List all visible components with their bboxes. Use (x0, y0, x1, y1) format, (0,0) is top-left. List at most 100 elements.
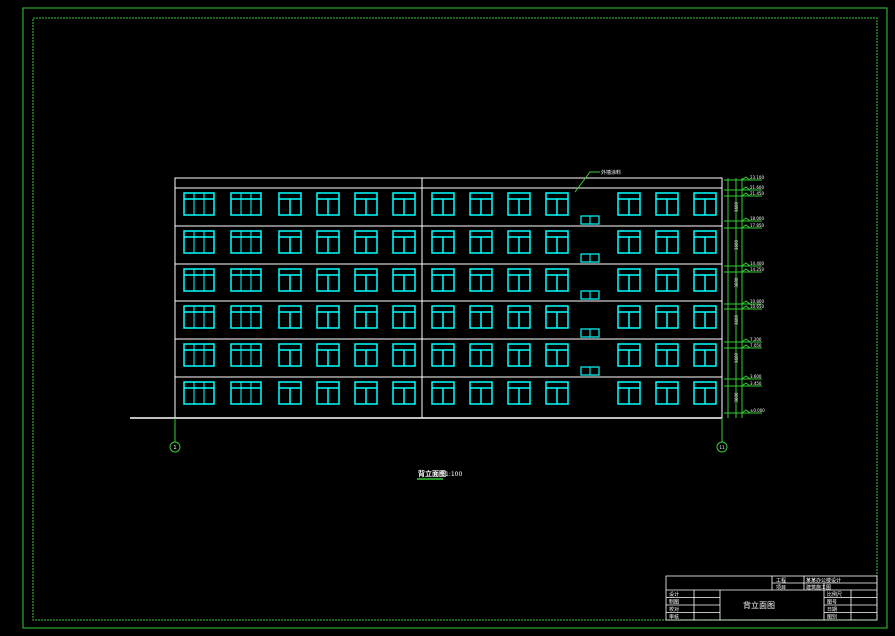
window (545, 343, 569, 367)
title-block-text: 工程 某某办公楼设计 项目 建筑施工图 背立面图 设计 制图 校对 审核 比例尺… (669, 577, 842, 621)
elevation-triangle (741, 192, 752, 197)
window (431, 192, 455, 216)
elevation-label: 10.800 (750, 299, 764, 304)
elevation-triangle (741, 344, 752, 349)
elevation-label: 3.600 (750, 374, 762, 379)
callout-text: 外墙涂料 (601, 169, 621, 176)
window (507, 268, 531, 292)
window (316, 305, 340, 329)
axis-label: 11 (719, 445, 725, 450)
floor-height-label: 3600 (734, 314, 739, 325)
elevation-label: 17.850 (750, 223, 764, 228)
window (183, 268, 215, 292)
window (230, 343, 262, 367)
window (183, 305, 215, 329)
window (617, 192, 641, 216)
title-block (665, 575, 878, 621)
right-row: 比例尺 (827, 591, 842, 598)
window (230, 230, 262, 254)
item-value: 建筑施工图 (806, 584, 831, 591)
outer-frame (22, 7, 888, 629)
window (431, 343, 455, 367)
window (392, 343, 416, 367)
window (545, 230, 569, 254)
window-frame (183, 343, 215, 367)
window (545, 192, 569, 216)
callout-leader: 外墙涂料 (574, 169, 621, 193)
window-frame (230, 268, 262, 292)
window (392, 268, 416, 292)
elevation-triangle (741, 300, 752, 305)
elevation-triangle (741, 262, 752, 267)
elevation-triangle (741, 217, 752, 222)
axis-11: 11 (716, 418, 728, 453)
left-row: 审核 (669, 614, 679, 621)
right-row: 日期 (827, 607, 837, 613)
window (278, 230, 302, 254)
elevation-label: 3.450 (750, 381, 762, 386)
left-row: 校对 (669, 606, 679, 613)
window (655, 381, 679, 405)
window (507, 381, 531, 405)
window (693, 343, 717, 367)
window (354, 343, 378, 367)
elevation-label: 10.650 (750, 304, 764, 309)
floor-height-label: 3600 (734, 277, 739, 288)
window (469, 230, 493, 254)
window-frame (230, 230, 262, 254)
window (545, 305, 569, 329)
elevation-dimensions: 23.10021.60021.45018.00017.85014.40014.2… (724, 175, 765, 418)
window (354, 230, 378, 254)
right-row: 图号 (827, 600, 837, 606)
drawing-title-text: 背立面图 (418, 469, 446, 478)
window (392, 230, 416, 254)
window (316, 381, 340, 405)
elevation-triangle (741, 382, 752, 387)
elevation-label: 23.100 (750, 175, 764, 180)
window-frame (230, 381, 262, 405)
window (617, 305, 641, 329)
axis-1: 1 (169, 418, 181, 453)
window (278, 343, 302, 367)
window (469, 305, 493, 329)
window (655, 305, 679, 329)
window (431, 381, 455, 405)
window (316, 192, 340, 216)
window (354, 381, 378, 405)
window (183, 381, 215, 405)
elevation-triangle (741, 305, 752, 310)
elevation-label: 7.200 (750, 337, 762, 342)
window (278, 268, 302, 292)
floor-height-label: 3600 (734, 352, 739, 363)
window (431, 230, 455, 254)
elevation-triangle (741, 375, 752, 380)
window-frame (230, 305, 262, 329)
window (693, 230, 717, 254)
left-row: 设计 (669, 591, 679, 598)
elevation-triangle (741, 409, 752, 414)
elevation-label: 18.000 (750, 216, 764, 221)
elevation-label: 14.400 (750, 261, 764, 266)
window (354, 268, 378, 292)
window (693, 381, 717, 405)
window (469, 268, 493, 292)
window (469, 343, 493, 367)
window (617, 343, 641, 367)
elevation-triangle (741, 176, 752, 181)
window (655, 343, 679, 367)
window (278, 192, 302, 216)
window (507, 343, 531, 367)
elevation-label: 14.250 (750, 267, 764, 272)
window (469, 192, 493, 216)
window-frame (183, 192, 215, 216)
window (693, 305, 717, 329)
elevation-triangle (741, 338, 752, 343)
window (617, 230, 641, 254)
window (617, 381, 641, 405)
elevation-triangle (741, 224, 752, 229)
elevation-label: ±0.000 (750, 408, 765, 413)
left-row: 制图 (669, 599, 679, 606)
window (230, 381, 262, 405)
window (183, 192, 215, 216)
